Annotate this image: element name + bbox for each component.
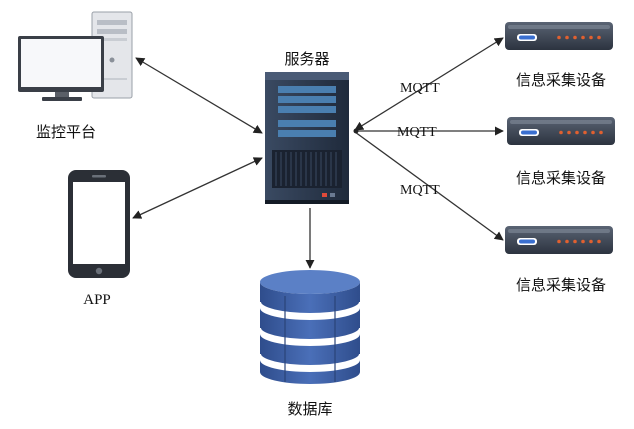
edge-server-monitor <box>135 57 263 134</box>
mqtt-label-3: MQTT <box>400 183 440 198</box>
collection-device-node-3: 信息采集设备 <box>505 226 613 294</box>
database-node: 数据库 <box>259 270 361 418</box>
edge-server-device-3 <box>354 131 504 241</box>
mqtt-label-2: MQTT <box>397 125 437 140</box>
mqtt-label-1: MQTT <box>400 81 440 96</box>
edge-server-app <box>132 157 263 219</box>
collection-device-icon <box>507 117 615 145</box>
collection-device-label-2: 信息采集设备 <box>516 169 606 187</box>
edge-junction <box>353 128 359 134</box>
collection-device-label-3: 信息采集设备 <box>516 276 606 294</box>
server-node: 服务器 <box>265 50 349 204</box>
server-label: 服务器 <box>284 50 329 68</box>
monitor-platform-label: 监控平台 <box>36 123 96 141</box>
monitor-platform-node: 监控平台 <box>18 11 133 141</box>
edge-server-device-1 <box>354 37 504 131</box>
protocol-labels: MQTT MQTT MQTT <box>397 81 440 198</box>
collection-device-node-1: 信息采集设备 <box>505 22 613 89</box>
collection-device-icon <box>505 22 613 50</box>
app-label: APP <box>83 292 111 308</box>
collection-device-node-2: 信息采集设备 <box>507 117 615 187</box>
smartphone-icon <box>68 170 130 278</box>
collection-device-icon <box>505 226 613 254</box>
collection-device-label-1: 信息采集设备 <box>516 71 606 89</box>
server-rack-icon <box>265 72 349 204</box>
database-stack-icon <box>259 270 361 384</box>
edges <box>132 37 504 269</box>
database-label: 数据库 <box>287 400 332 418</box>
desktop-computer-icon <box>18 11 133 101</box>
app-node: APP <box>68 170 130 308</box>
